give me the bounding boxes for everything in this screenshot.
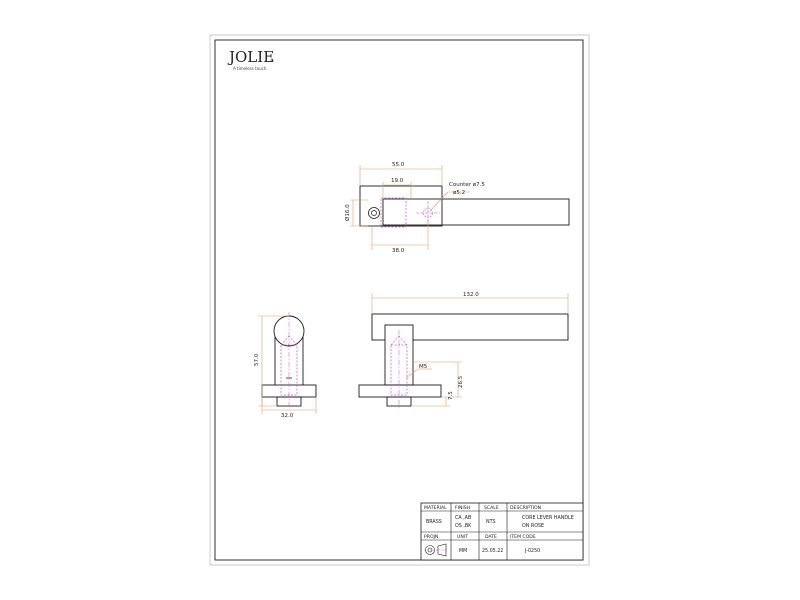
tb-date-label: DATE bbox=[485, 534, 497, 540]
dim-57-label: 57.0 bbox=[254, 353, 260, 366]
front-view: 132.0 M5 26.5 7.5 bbox=[358, 292, 569, 408]
counter-leader bbox=[429, 191, 449, 212]
dim-19-label: 19.0 bbox=[391, 178, 404, 184]
dim-7-label: 7.5 bbox=[448, 391, 454, 400]
tb-header-scale: SCALE bbox=[484, 505, 499, 511]
tb-unit-value: MM bbox=[459, 548, 467, 554]
tb-header-description: DESCRIPTION bbox=[510, 505, 541, 511]
tb-finish-line2: OS ,BK bbox=[455, 523, 472, 529]
projection-symbol-icon bbox=[424, 543, 448, 557]
brand-logo: JOLIE ® A timeless touch. bbox=[227, 48, 274, 71]
hole-label: ø5.2 bbox=[453, 190, 465, 196]
top-view-rose-plate bbox=[359, 185, 443, 227]
tb-projn-label: PROJN. bbox=[424, 534, 440, 540]
top-view-hidden-boss bbox=[380, 197, 407, 228]
tb-header-finish: FINISH bbox=[455, 505, 470, 511]
dim-132-label: 132.0 bbox=[463, 292, 479, 298]
tb-description-line1: CORE LEVER HANDLE bbox=[522, 515, 574, 521]
sheet-outer-border bbox=[209, 34, 590, 566]
brand-tagline: A timeless touch. bbox=[233, 66, 268, 71]
counter-label: Counter ø7.5 bbox=[449, 182, 485, 188]
side-view-hidden-cone-r bbox=[288, 335, 298, 346]
tb-scale-value: NTS bbox=[486, 519, 496, 525]
tb-date-value: 25.05.22 bbox=[482, 548, 503, 554]
brand-registered-mark: ® bbox=[270, 58, 274, 63]
side-view-hidden-cone-l bbox=[280, 335, 290, 346]
dim-26-label: 26.5 bbox=[458, 375, 464, 388]
side-view-lever-section bbox=[273, 315, 305, 347]
title-block-frame bbox=[420, 502, 584, 561]
top-view: 55.0 19.0 38.0 Ø16.0 Counter ø7.5 ø5.2 bbox=[344, 162, 570, 254]
dim-rose-label: Ø16.0 bbox=[344, 204, 351, 221]
dim-m5-leader bbox=[405, 368, 419, 379]
title-block: MATERIAL FINISH SCALE DESCRIPTION BRASS … bbox=[420, 502, 584, 561]
dim-32-label: 32.0 bbox=[281, 413, 294, 419]
dim-m5-label: M5 bbox=[419, 364, 428, 370]
tb-description-line2: ON ROSE bbox=[522, 523, 544, 529]
brand-name: JOLIE bbox=[227, 48, 274, 66]
front-view-rose-plate bbox=[358, 384, 442, 398]
dim-55-label: 55.0 bbox=[392, 162, 405, 168]
tb-unit-label: UNIT bbox=[457, 534, 468, 540]
top-view-counter-hole bbox=[423, 208, 433, 218]
dim-38-label: 38.0 bbox=[392, 248, 405, 254]
tb-material-value: BRASS bbox=[426, 519, 442, 525]
top-view-lever-arm bbox=[382, 198, 570, 226]
top-view-screw-outer bbox=[368, 207, 380, 219]
top-view-screw-inner bbox=[371, 210, 377, 216]
front-view-lever-arm bbox=[371, 313, 569, 341]
side-view: 57.0 32.0 bbox=[254, 312, 317, 419]
tb-finish-line1: CA ,AB bbox=[455, 515, 471, 521]
tb-item-code-value: J-0250 bbox=[524, 548, 540, 554]
tb-item-code-label: ITEM CODE bbox=[510, 534, 536, 540]
tb-header-material: MATERIAL bbox=[424, 505, 447, 511]
sheet-inner-border bbox=[214, 39, 584, 561]
